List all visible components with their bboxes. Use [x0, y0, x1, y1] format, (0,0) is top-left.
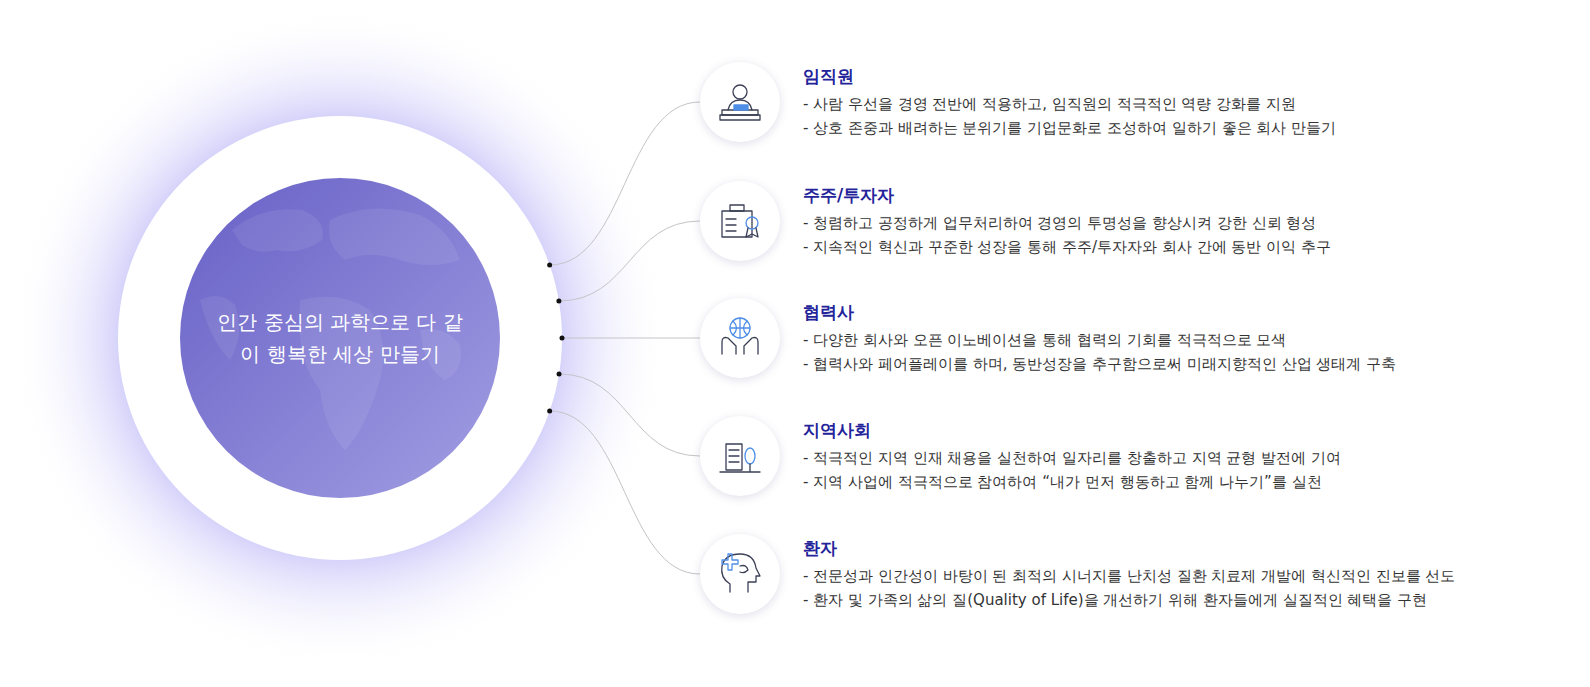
item-text-block: 주주/투자자 - 청렴하고 공정하게 업무처리하여 경영의 투명성을 향상시켜 강…: [803, 183, 1503, 259]
item-bullet: - 지역 사업에 적극적으로 참여하여 “내가 먼저 행동하고 함께 나누기”를…: [803, 470, 1503, 494]
connector-dot: [547, 409, 552, 414]
connector: [550, 102, 700, 265]
item-bullet: - 전문성과 인간성이 바탕이 된 최적의 시너지를 난치성 질환 치료제 개발…: [803, 564, 1503, 588]
connector: [559, 374, 700, 456]
icon-circle: [700, 62, 780, 142]
icon: [700, 534, 780, 614]
item-bullet: - 다양한 회사와 오픈 이노베이션을 통해 협력의 기회를 적극적으로 모색: [803, 328, 1503, 352]
icon: [700, 62, 780, 142]
connector: [550, 411, 700, 574]
connector-dot: [556, 299, 561, 304]
item-bullet: - 사람 우선을 경영 전반에 적용하고, 임직원의 적극적인 역량 강화를 지…: [803, 92, 1503, 116]
hub-circle: 인간 중심의 과학으로 다 같이 행복한 세상 만들기: [118, 116, 562, 560]
stakeholder-item: 환자 - 전문성과 인간성이 바탕이 된 최적의 시너지를 난치성 질환 치료제 …: [700, 534, 1520, 614]
connector-dot: [547, 263, 552, 268]
icon-circle: [700, 181, 780, 261]
stakeholder-item: 협력사 - 다양한 회사와 오픈 이노베이션을 통해 협력의 기회를 적극적으로 …: [700, 298, 1520, 378]
item-heading: 환자: [803, 536, 1503, 560]
icon-circle: [700, 534, 780, 614]
connector: [559, 221, 700, 301]
item-heading: 지역사회: [803, 418, 1503, 442]
item-bullet: - 협력사와 페어플레이를 하며, 동반성장을 추구함으로써 미래지향적인 산업…: [803, 352, 1503, 376]
stakeholder-item: 주주/투자자 - 청렴하고 공정하게 업무처리하여 경영의 투명성을 향상시켜 강…: [700, 181, 1520, 261]
stakeholder-item: 임직원 - 사람 우선을 경영 전반에 적용하고, 임직원의 적극적인 역량 강화…: [700, 62, 1520, 142]
item-bullet: - 청렴하고 공정하게 업무처리하여 경영의 투명성을 향상시켜 강한 신뢰 형…: [803, 211, 1503, 235]
glow: [10, 8, 670, 668]
item-heading: 주주/투자자: [803, 183, 1503, 207]
item-text-block: 임직원 - 사람 우선을 경영 전반에 적용하고, 임직원의 적극적인 역량 강화…: [803, 64, 1503, 140]
item-heading: 임직원: [803, 64, 1503, 88]
item-text-block: 지역사회 - 적극적인 지역 인재 채용을 실천하여 일자리를 창출하고 지역 균…: [803, 418, 1503, 494]
item-heading: 협력사: [803, 300, 1503, 324]
stakeholder-item: 지역사회 - 적극적인 지역 인재 채용을 실천하여 일자리를 창출하고 지역 균…: [700, 416, 1520, 496]
icon-circle: [700, 298, 780, 378]
icon: [700, 181, 780, 261]
item-bullet: - 환자 및 가족의 삶의 질(Quality of Life)을 개선하기 위…: [803, 588, 1503, 612]
outer-ring: [118, 116, 562, 560]
globe-disc: [180, 178, 500, 498]
item-bullet: - 적극적인 지역 인재 채용을 실천하여 일자리를 창출하고 지역 균형 발전…: [803, 446, 1503, 470]
icon: [700, 298, 780, 378]
item-text-block: 환자 - 전문성과 인간성이 바탕이 된 최적의 시너지를 난치성 질환 치료제 …: [803, 536, 1503, 612]
connector-dot: [560, 336, 565, 341]
slogan-text: 인간 중심의 과학으로 다 같이 행복한 세상 만들기: [215, 306, 465, 370]
icon-circle: [700, 416, 780, 496]
icon: [700, 416, 780, 496]
item-bullet: - 상호 존중과 배려하는 분위기를 기업문화로 조성하여 일하기 좋은 회사 …: [803, 116, 1503, 140]
item-bullet: - 지속적인 혁신과 꾸준한 성장을 통해 주주/투자자와 회사 간에 동반 이…: [803, 235, 1503, 259]
connector-dot: [557, 372, 562, 377]
connector: [562, 338, 700, 339]
item-text-block: 협력사 - 다양한 회사와 오픈 이노베이션을 통해 협력의 기회를 적극적으로 …: [803, 300, 1503, 376]
